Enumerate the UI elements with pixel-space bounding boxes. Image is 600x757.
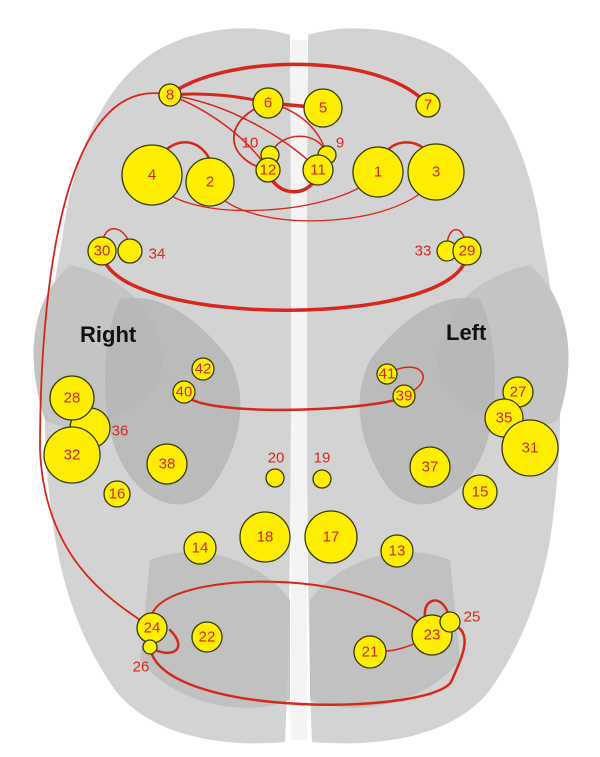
node-label-38: 38 (159, 456, 176, 473)
node-label-32: 32 (64, 447, 81, 464)
node-label-5: 5 (319, 100, 327, 117)
node-15 (462, 474, 498, 510)
node-label-25: 25 (464, 609, 481, 626)
node-label-27: 27 (510, 384, 527, 401)
node-label-10: 10 (242, 135, 259, 152)
node-label-6: 6 (264, 95, 272, 112)
brain-background (33, 28, 569, 744)
node-label-34: 34 (149, 246, 166, 263)
node-label-40: 40 (176, 384, 193, 401)
node-39 (392, 384, 416, 408)
node-label-24: 24 (144, 620, 161, 637)
gray-matter-shading-left (359, 298, 495, 505)
right-hemisphere-label: Right (80, 322, 137, 347)
node-25 (439, 611, 461, 633)
node-31 (501, 419, 559, 477)
node-label-30: 30 (94, 243, 111, 260)
node-label-16: 16 (109, 486, 126, 503)
node-8 (158, 83, 182, 107)
node-13 (380, 534, 414, 568)
node-label-1: 1 (374, 164, 382, 181)
node-12 (255, 157, 281, 183)
node-28 (49, 375, 95, 421)
node-1 (352, 146, 404, 198)
node-11 (302, 154, 334, 186)
node-label-18: 18 (257, 529, 274, 546)
node-34 (117, 238, 143, 264)
node-label-37: 37 (422, 459, 439, 476)
node-label-39: 39 (396, 388, 413, 405)
external-node-labels: 10 9 34 33 36 20 19 25 26 (112, 135, 481, 676)
edge-30-29 (100, 249, 469, 312)
node-21 (353, 635, 387, 669)
node-40 (172, 380, 196, 404)
midline-fissure (291, 40, 307, 740)
node-label-8: 8 (166, 87, 174, 104)
node-label-20: 20 (268, 450, 285, 467)
edge-8-24 (39, 92, 171, 629)
node-label-35: 35 (496, 410, 513, 427)
node-label-13: 13 (389, 543, 406, 560)
node-label-23: 23 (424, 627, 441, 644)
node-2 (185, 157, 235, 207)
node-37 (409, 446, 451, 488)
node-label-15: 15 (472, 484, 489, 501)
node-19 (312, 469, 332, 489)
node-label-19: 19 (314, 450, 331, 467)
node-7 (415, 92, 441, 118)
nodes (43, 83, 559, 669)
node-3 (407, 143, 465, 201)
occipital-shading (140, 552, 460, 708)
node-label-21: 21 (362, 644, 379, 661)
node-label-4: 4 (148, 167, 156, 184)
node-29 (452, 236, 482, 266)
node-6 (252, 87, 284, 119)
node-18 (239, 511, 291, 563)
node-label-11: 11 (310, 162, 326, 179)
edge-24-23 (149, 580, 433, 636)
gray-matter-shading-right (105, 298, 241, 505)
node-14 (183, 531, 217, 565)
node-label-41: 41 (379, 366, 396, 383)
node-label-14: 14 (192, 540, 209, 557)
node-label-3: 3 (432, 164, 440, 181)
edge-26-23 (148, 618, 466, 706)
node-labels: 8 6 5 7 12 11 4 2 1 3 30 29 42 40 41 39 … (64, 87, 539, 661)
node-label-28: 28 (64, 390, 81, 407)
node-4 (121, 144, 183, 206)
node-label-33: 33 (415, 243, 432, 260)
node-42 (191, 357, 215, 381)
node-label-22: 22 (199, 629, 216, 646)
node-label-9: 9 (336, 135, 344, 152)
node-label-2: 2 (206, 174, 214, 191)
edge-8-7 (168, 62, 430, 107)
node-label-7: 7 (424, 97, 432, 114)
node-32 (43, 426, 101, 484)
node-30 (87, 236, 117, 266)
node-label-26: 26 (133, 659, 150, 676)
edge-40-39 (182, 390, 406, 412)
node-26 (142, 639, 158, 655)
node-label-12: 12 (260, 162, 277, 179)
node-38 (146, 443, 188, 485)
node-label-29: 29 (459, 243, 476, 260)
node-5 (303, 88, 343, 128)
node-22 (191, 621, 223, 653)
node-16 (103, 480, 131, 508)
node-label-36: 36 (112, 423, 129, 440)
node-label-42: 42 (195, 361, 212, 378)
node-41 (376, 363, 398, 385)
node-17 (304, 510, 358, 564)
left-hemisphere-label: Left (446, 320, 487, 345)
node-label-31: 31 (522, 440, 539, 457)
node-label-17: 17 (323, 529, 340, 546)
node-20 (265, 468, 285, 488)
